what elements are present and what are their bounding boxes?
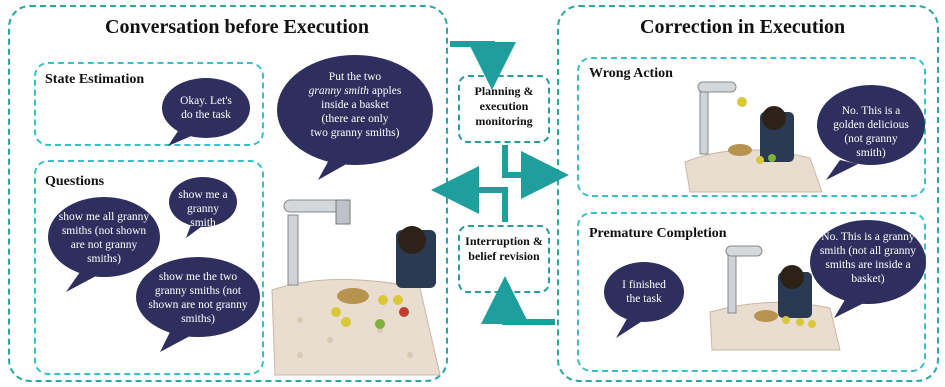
instruction-line1: Put the two — [328, 71, 382, 83]
bubble-wrong-action-text: No. This is a golden delicious (not gran… — [833, 105, 909, 159]
arrow-to-planning — [450, 41, 516, 90]
bubble-finished — [604, 262, 684, 322]
instruction-emph: granny smith — [308, 85, 370, 97]
premature-completion-title: Premature Completion — [589, 226, 727, 241]
bubble-instruction-text: Put the two granny smith apples inside a… — [290, 70, 420, 140]
state-estimation-title: State Estimation — [45, 72, 145, 87]
wrong-action-box — [577, 57, 926, 197]
interruption-box: Interruption & belief revision — [458, 225, 550, 293]
instruction-line2: apples — [371, 85, 402, 97]
wrong-action-title: Wrong Action — [589, 66, 673, 81]
bubble-show-all — [48, 197, 160, 277]
state-estimation-box — [34, 62, 264, 146]
bubble-instruction — [277, 55, 433, 165]
questions-title: Questions — [45, 174, 105, 189]
bubble-show-one — [169, 177, 237, 227]
instruction-line5: two granny smiths) — [310, 127, 400, 139]
arrow-to-correction — [502, 145, 569, 199]
bubble-show-two — [136, 257, 260, 337]
bubble-show-one-text: show me a granny smith — [178, 189, 228, 229]
arrow-to-conversation — [431, 166, 508, 222]
bubble-premature-correction-text: No. This is a granny smith (not all gran… — [819, 231, 917, 285]
bubble-show-two-text: show me the two granny smiths (not shown… — [148, 271, 248, 325]
instruction-line4: (there are only — [321, 113, 389, 125]
wrong-action-scene-illustration — [684, 81, 823, 193]
bubble-premature-correction — [810, 220, 926, 304]
left-scene-illustration — [271, 199, 441, 376]
arrow-to-interruption — [481, 276, 555, 325]
interruption-label: Interruption & belief revision — [465, 234, 543, 263]
bubble-okay — [162, 78, 250, 138]
premature-completion-box — [577, 212, 926, 372]
bubble-wrong-action — [817, 85, 925, 165]
instruction-line3: inside a basket — [321, 99, 389, 111]
questions-box — [34, 160, 264, 375]
premature-scene-illustration — [709, 245, 841, 351]
bubble-finished-text: I finished the task — [622, 279, 666, 305]
bubble-show-all-text: show me all granny smiths (not shown are… — [58, 211, 150, 265]
conversation-panel-title: Conversation before Execution — [105, 16, 370, 38]
bubble-okay-text: Okay. Let's do the task — [180, 95, 232, 121]
correction-panel-title: Correction in Execution — [640, 16, 846, 38]
